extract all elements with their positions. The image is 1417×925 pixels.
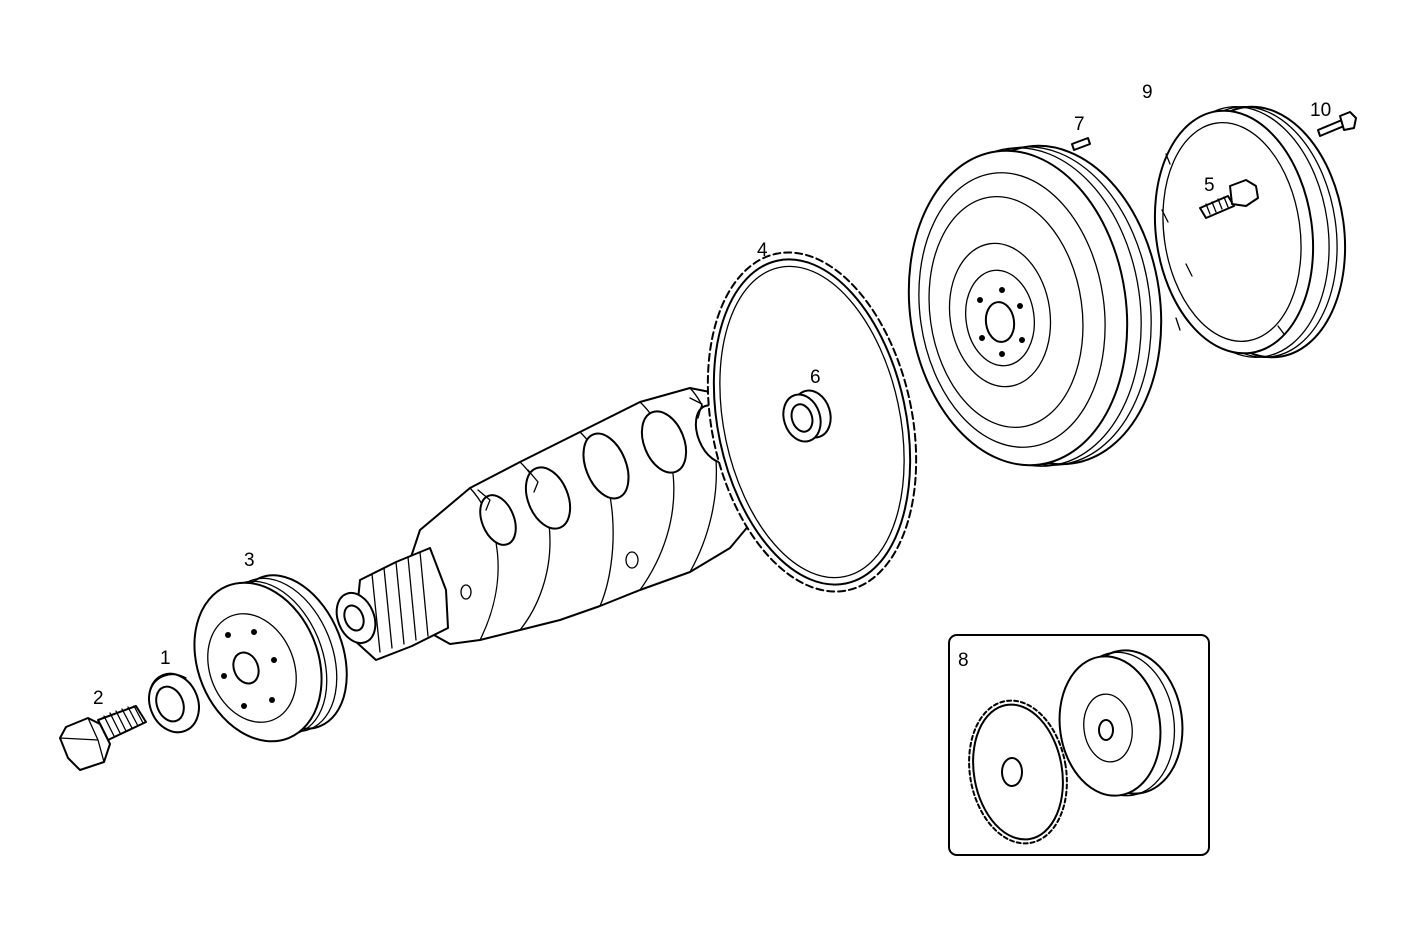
part-8-inset [948, 634, 1210, 856]
callout-3: 3 [244, 550, 255, 571]
part-2-bolt [59, 705, 147, 771]
part-7-dowel-pin [1071, 137, 1091, 151]
callout-9: 9 [1142, 82, 1153, 103]
callout-1: 1 [160, 648, 171, 669]
part-3-pulley [193, 574, 348, 743]
callout-5: 5 [1204, 175, 1215, 196]
part-5-bolt [1199, 179, 1259, 219]
callout-2: 2 [93, 688, 104, 709]
callout-6: 6 [810, 367, 821, 388]
callout-8: 8 [958, 650, 969, 671]
part-10-screw [1317, 111, 1357, 137]
callout-10: 10 [1310, 100, 1331, 121]
part-6-bearing [782, 389, 832, 443]
part-1-washer [148, 672, 200, 734]
callout-4: 4 [757, 240, 768, 261]
callout-7: 7 [1074, 114, 1085, 135]
part-9-cover [1153, 105, 1347, 359]
flywheel [907, 144, 1163, 467]
